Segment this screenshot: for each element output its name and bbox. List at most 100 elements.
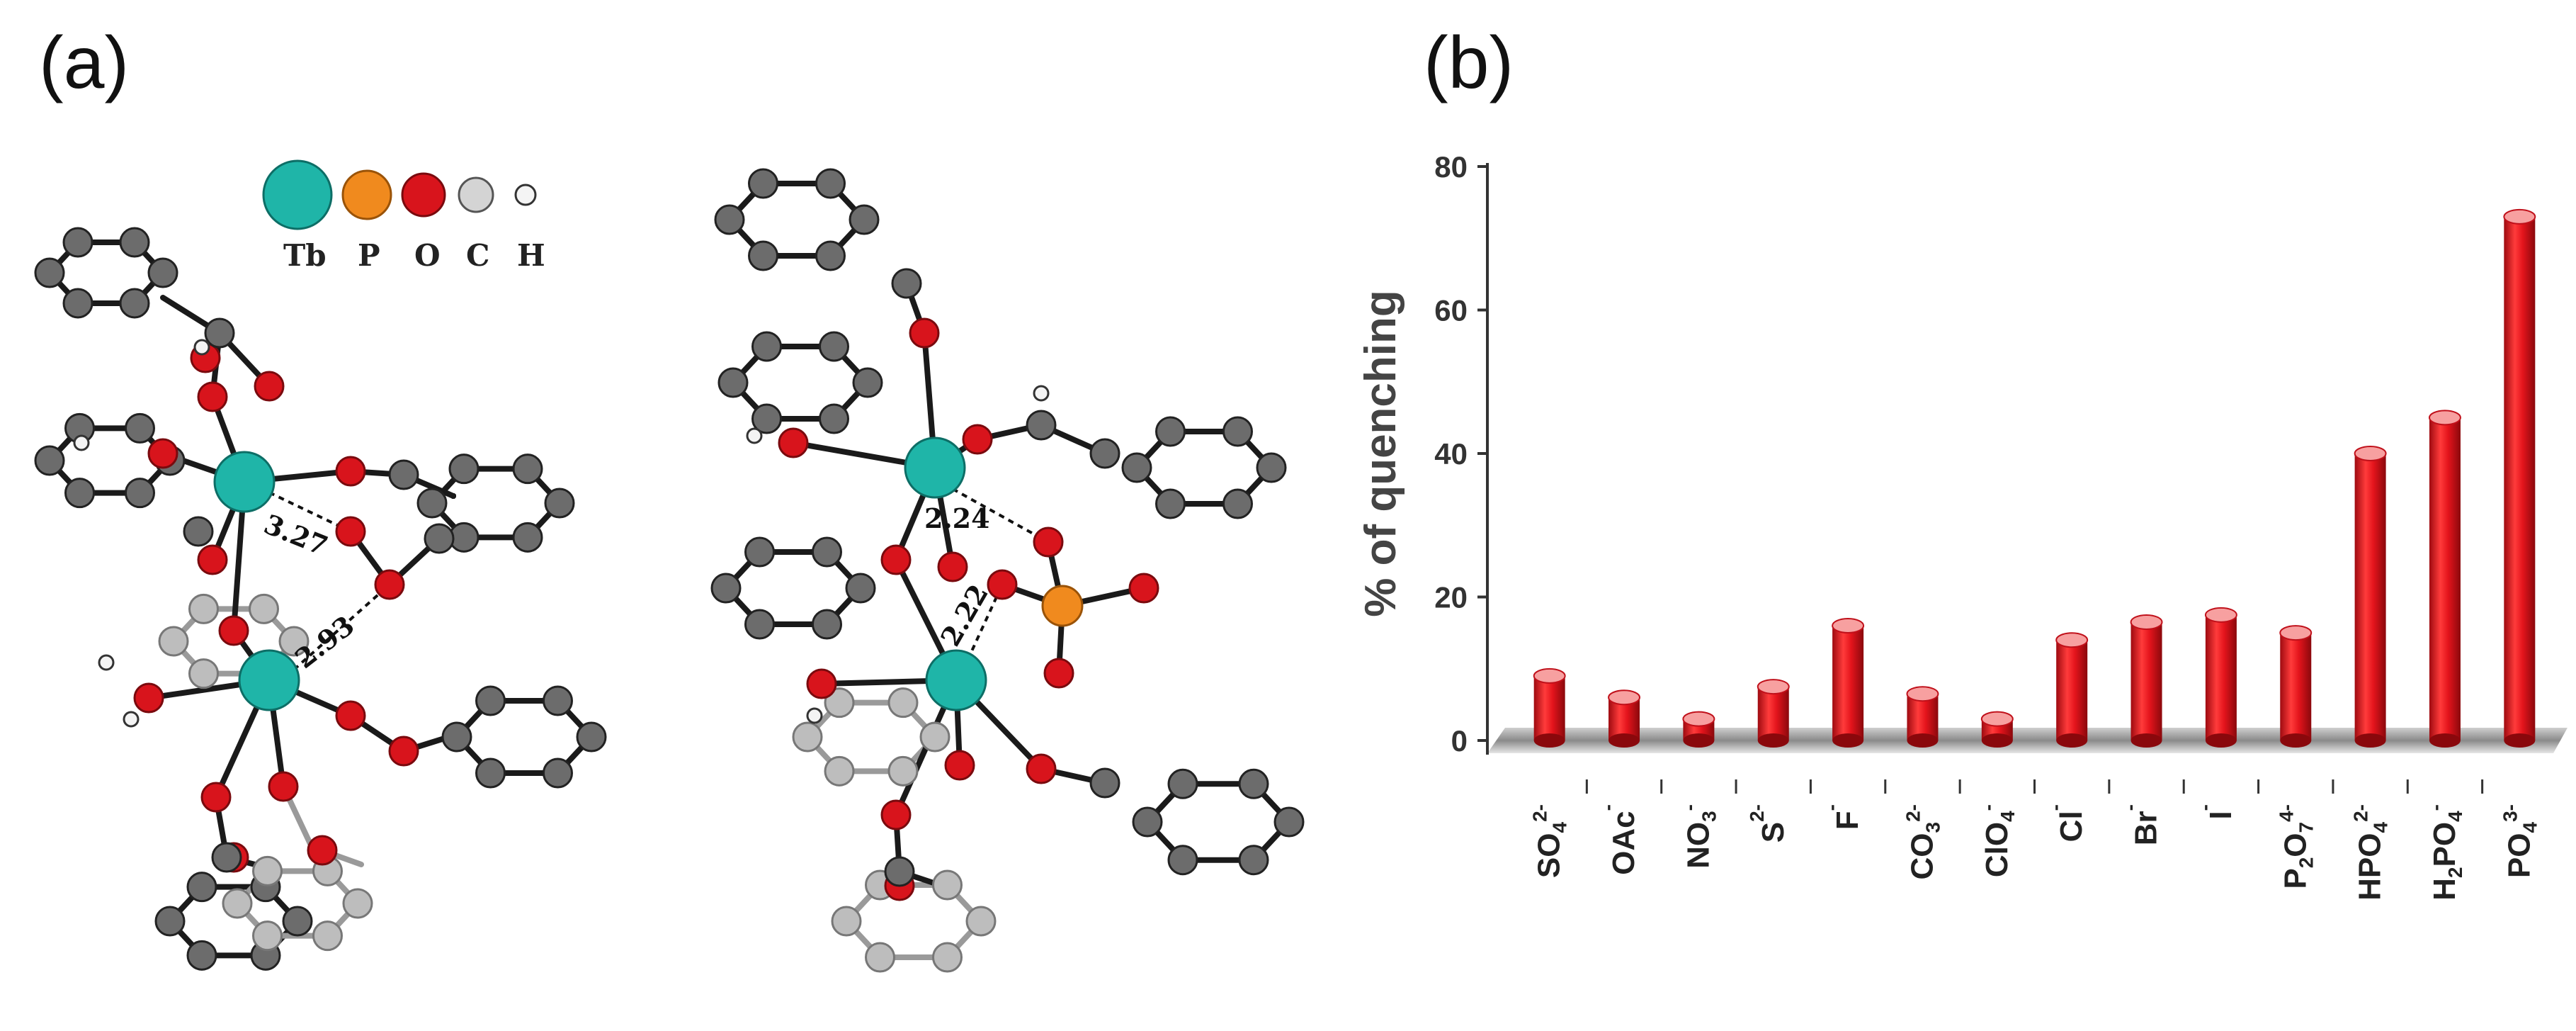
bar-base: [1757, 733, 1789, 748]
atom-c-61: [211, 842, 242, 873]
x-tick-label: Br-: [2119, 804, 2164, 845]
atom-cl-33: [222, 888, 253, 919]
atom-c-80: [819, 331, 849, 362]
bar-top: [2279, 625, 2313, 641]
atom-cl-110: [932, 869, 963, 901]
atom-o-111: [909, 317, 940, 349]
atom-c-98: [1238, 768, 1269, 799]
atom-c-88: [812, 609, 842, 640]
atom-cl-104: [887, 687, 919, 719]
bar-top: [1682, 711, 1715, 727]
atom-tb-135: [925, 649, 987, 711]
bar-top: [1533, 667, 1566, 684]
atom-cl-103: [824, 687, 855, 719]
atom-o-112: [962, 424, 993, 455]
distance-label-1: 3.27: [260, 508, 333, 562]
atom-c-126: [1026, 410, 1057, 441]
atom-c-58: [204, 317, 235, 349]
bar-top: [2354, 446, 2387, 461]
bar-11: [2354, 446, 2387, 748]
atom-c-22: [475, 685, 506, 716]
x-tick-label: Cl-: [2044, 804, 2089, 842]
x-tick-label: I-: [2194, 804, 2238, 820]
bar-0: [1533, 667, 1566, 748]
atom-c-0: [147, 257, 178, 288]
atom-cl-101: [824, 755, 855, 787]
atom-c-15: [416, 488, 448, 519]
bar-top: [2204, 607, 2237, 623]
bar-base: [1832, 733, 1864, 748]
atom-o-115: [937, 551, 968, 582]
bar-top: [2503, 208, 2536, 225]
bar-top: [2130, 614, 2163, 630]
atom-c-2: [62, 288, 93, 319]
atom-c-28: [186, 872, 217, 903]
bar-10: [2279, 625, 2313, 748]
contact-dash: [293, 583, 391, 671]
atom-c-96: [1132, 806, 1163, 838]
atom-c-77: [751, 403, 782, 434]
x-tick-label: S2-: [1746, 804, 1791, 843]
atom-o-42: [197, 381, 228, 412]
atom-p-133: [1041, 585, 1084, 627]
atom-tb-68: [238, 649, 300, 711]
atom-o-119: [944, 750, 975, 781]
atom-o-53: [200, 782, 232, 813]
atom-c-11: [125, 412, 155, 444]
bar-base: [2130, 733, 2162, 748]
atom-c-95: [1167, 845, 1198, 876]
atom-c-59: [388, 459, 419, 490]
atom-c-129: [884, 856, 915, 887]
atom-cl-31: [312, 920, 343, 952]
atom-cl-36: [278, 626, 310, 657]
atom-c-76: [819, 403, 849, 434]
contact-dash: [952, 488, 1049, 543]
bar-base: [2429, 733, 2461, 748]
atom-o-49: [374, 569, 405, 600]
legend-label-h: H: [517, 238, 545, 273]
atom-h-66: [123, 711, 140, 728]
atom-cl-39: [158, 626, 189, 657]
atom-c-12: [544, 488, 575, 519]
atom-cl-32: [252, 920, 283, 952]
bar-base: [1907, 733, 1939, 748]
bar-base: [1533, 733, 1565, 748]
atom-o-114: [880, 544, 912, 575]
y-axis-label: % of quenching: [1356, 290, 1405, 617]
atom-o-52: [388, 736, 419, 767]
atom-c-69: [849, 204, 880, 235]
bar-base: [2504, 733, 2536, 748]
atom-c-20: [475, 757, 506, 789]
atom-c-9: [34, 445, 65, 476]
bar-9: [2204, 607, 2237, 748]
atom-o-118: [880, 799, 912, 830]
bar-top: [2428, 410, 2461, 426]
atom-tb-67: [213, 451, 276, 513]
legend-label-o: O: [414, 238, 441, 273]
chart-axes: [1477, 163, 2484, 794]
atom-c-91: [744, 536, 775, 568]
atom-c-23: [543, 685, 573, 716]
atom-o-47: [218, 615, 249, 646]
tb-atom-icon: [262, 159, 333, 230]
atom-c-73: [748, 168, 778, 199]
legend-label-tb: Tb: [283, 238, 327, 273]
atom-h-64: [73, 434, 90, 451]
y-tick-label: 0: [1451, 724, 1468, 757]
bar-13: [2503, 208, 2536, 748]
atom-o-54: [268, 771, 299, 802]
atom-c-70: [815, 240, 846, 271]
legend-label-c: C: [466, 238, 489, 273]
atom-cl-100: [887, 755, 919, 787]
atom-tb-134: [904, 436, 966, 499]
atom-c-7: [125, 478, 155, 509]
bond-layer: [47, 180, 1292, 961]
atom-c-5: [119, 227, 150, 258]
atom-c-13: [512, 522, 543, 553]
atom-o-48: [335, 516, 366, 547]
atom-c-75: [852, 367, 883, 398]
o-atom-icon: [401, 172, 446, 218]
chart-bars: [1533, 208, 2536, 748]
atom-c-93: [1273, 806, 1305, 838]
